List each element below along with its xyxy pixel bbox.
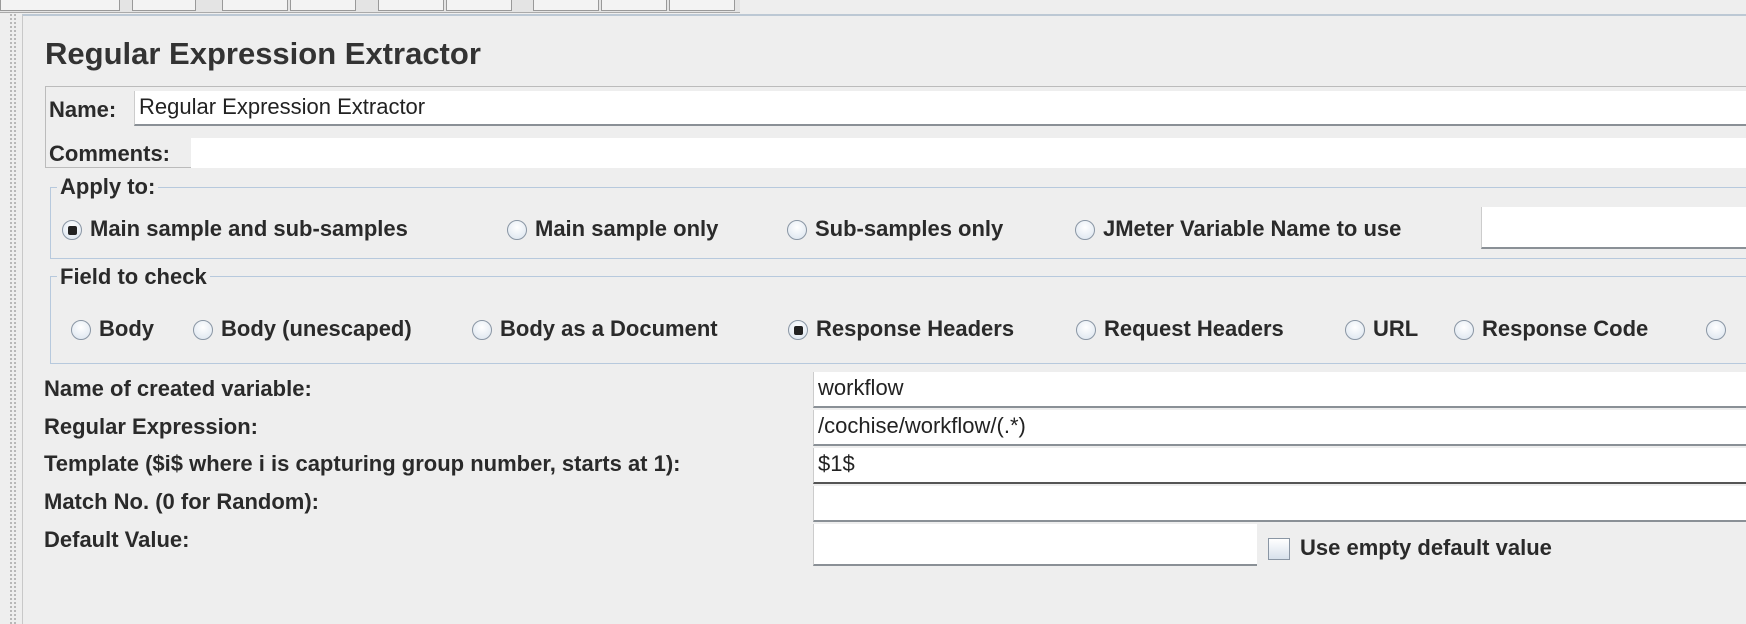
regex-label: Regular Expression: xyxy=(44,414,258,439)
default-value-input[interactable] xyxy=(813,524,1257,566)
option-label: JMeter Variable Name to use xyxy=(1103,216,1402,241)
toolbar-button[interactable] xyxy=(132,0,196,11)
field-to-check-legend: Field to check xyxy=(57,264,210,290)
toolbar-button[interactable] xyxy=(0,0,120,11)
toolbar-button[interactable] xyxy=(290,0,356,11)
template-input[interactable]: $1$ xyxy=(813,448,1746,484)
option-label: URL xyxy=(1373,316,1419,341)
match-no-input[interactable] xyxy=(813,486,1746,522)
option-label: Main sample only xyxy=(535,216,719,241)
option-label: Response Headers xyxy=(816,316,1015,341)
radio-icon xyxy=(1076,320,1096,341)
toolbar-button[interactable] xyxy=(378,0,444,11)
option-label: Response Code xyxy=(1482,316,1649,341)
radio-more[interactable] xyxy=(1706,316,1734,342)
default-value-label: Default Value: xyxy=(44,527,190,552)
option-label: Body xyxy=(99,316,154,341)
radio-icon xyxy=(788,320,808,341)
radio-icon xyxy=(62,220,82,241)
comments-input[interactable] xyxy=(191,138,1746,168)
radio-icon xyxy=(1706,320,1726,341)
radio-request-headers[interactable]: Request Headers xyxy=(1076,316,1284,342)
name-label: Name: xyxy=(49,97,117,122)
variable-name-input[interactable]: workflow xyxy=(813,372,1746,408)
radio-main-and-sub[interactable]: Main sample and sub-samples xyxy=(62,216,408,242)
toolbar-button[interactable] xyxy=(601,0,667,11)
radio-icon xyxy=(472,320,492,341)
checkbox-icon xyxy=(1268,538,1290,561)
toolbar-button[interactable] xyxy=(533,0,599,11)
radio-response-headers[interactable]: Response Headers xyxy=(788,316,1014,342)
radio-body-document[interactable]: Body as a Document xyxy=(472,316,718,342)
radio-icon xyxy=(787,220,807,241)
toolbar-button[interactable] xyxy=(446,0,512,11)
field-to-check-group xyxy=(50,276,1746,364)
radio-body-unescaped[interactable]: Body (unescaped) xyxy=(193,316,412,342)
use-empty-default-checkbox[interactable]: Use empty default value xyxy=(1268,535,1552,561)
radio-sub-only[interactable]: Sub-samples only xyxy=(787,216,1003,242)
splitter-handle[interactable] xyxy=(10,14,16,624)
template-label: Template ($i$ where i is capturing group… xyxy=(44,451,681,476)
radio-icon xyxy=(1454,320,1474,341)
option-label: Body as a Document xyxy=(500,316,718,341)
regex-input[interactable]: /cochise/workflow/(.*) xyxy=(813,410,1746,446)
variable-name-label: Name of created variable: xyxy=(44,376,312,401)
radio-response-code[interactable]: Response Code xyxy=(1454,316,1648,342)
radio-body[interactable]: Body xyxy=(71,316,154,342)
radio-jmeter-variable[interactable]: JMeter Variable Name to use xyxy=(1075,216,1401,242)
toolbar-strip xyxy=(0,0,740,13)
radio-url[interactable]: URL xyxy=(1345,316,1418,342)
option-label: Request Headers xyxy=(1104,316,1284,341)
toolbar-button[interactable] xyxy=(669,0,735,11)
toolbar-button[interactable] xyxy=(222,0,288,11)
apply-to-legend: Apply to: xyxy=(57,174,159,200)
option-label: Sub-samples only xyxy=(815,216,1004,241)
extractor-panel xyxy=(22,14,1746,624)
radio-icon xyxy=(193,320,213,341)
apply-to-group xyxy=(50,187,1746,259)
option-label: Main sample and sub-samples xyxy=(90,216,408,241)
name-input[interactable]: Regular Expression Extractor xyxy=(134,91,1746,126)
radio-icon xyxy=(507,220,527,241)
radio-main-only[interactable]: Main sample only xyxy=(507,216,718,242)
radio-icon xyxy=(1345,320,1365,341)
page-title: Regular Expression Extractor xyxy=(45,36,481,71)
radio-icon xyxy=(71,320,91,341)
match-no-label: Match No. (0 for Random): xyxy=(44,489,319,514)
checkbox-label: Use empty default value xyxy=(1300,535,1552,560)
option-label: Body (unescaped) xyxy=(221,316,412,341)
comments-label: Comments: xyxy=(49,141,171,166)
jmeter-variable-input[interactable] xyxy=(1481,207,1746,249)
radio-icon xyxy=(1075,220,1095,241)
